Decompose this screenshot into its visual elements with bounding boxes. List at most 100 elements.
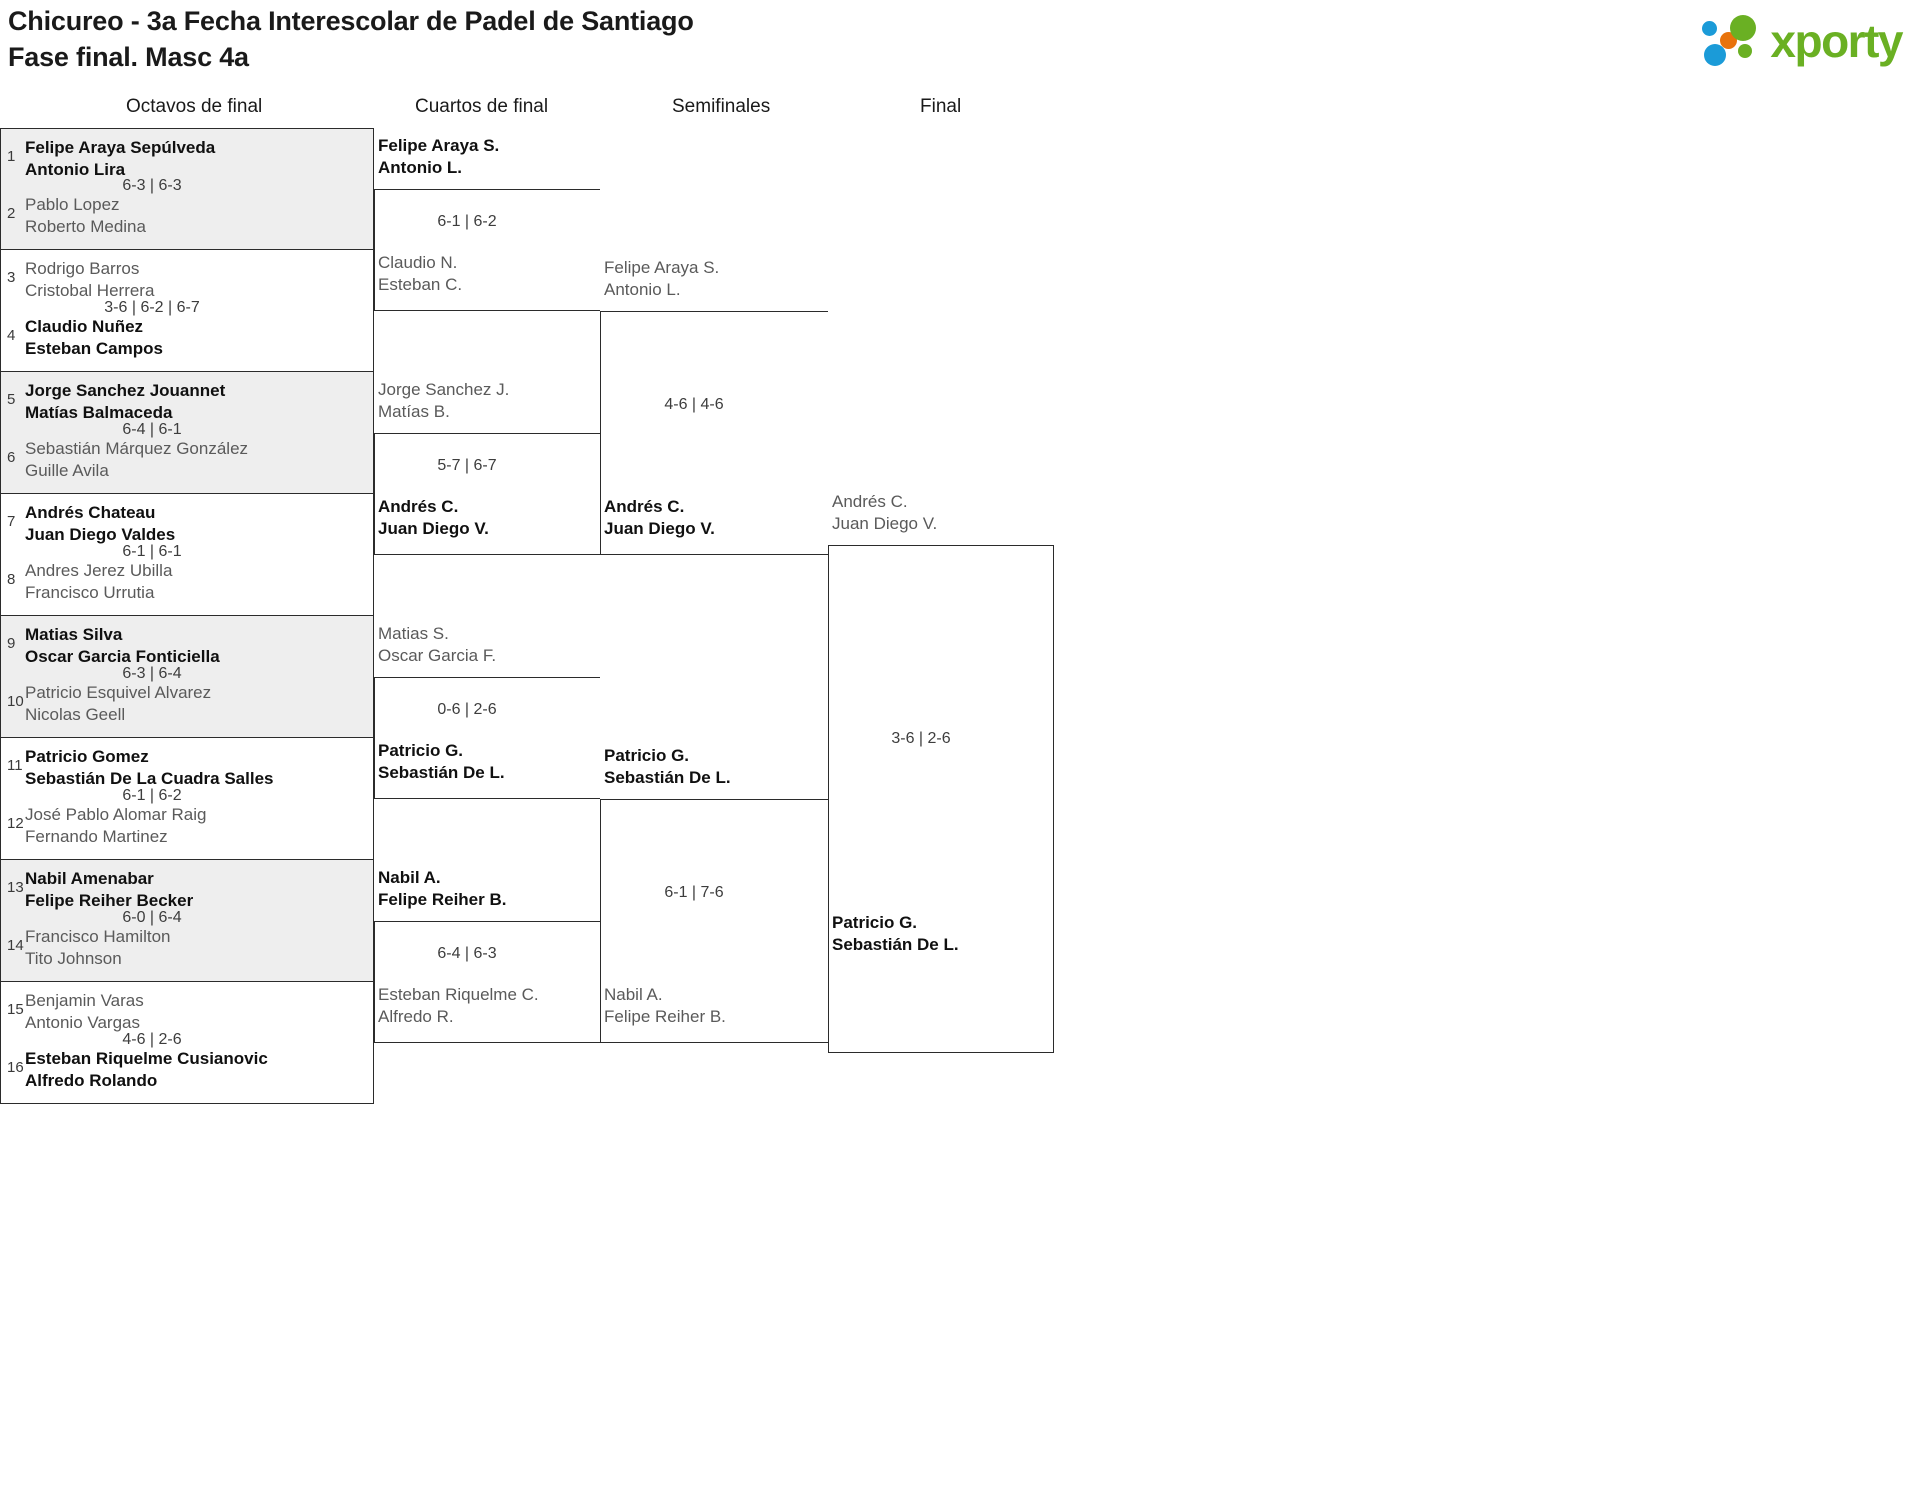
player-name: Tito Johnson	[25, 948, 122, 968]
player-name: Andrés Chateau	[25, 503, 156, 522]
player-name: Antonio L.	[604, 279, 681, 299]
match-score-r2-1: 6-1 | 6-2	[437, 213, 497, 230]
team-r4-2[interactable]: Patricio G.Sebastián De L.	[832, 912, 959, 956]
team-r2-5[interactable]: Matias S. Oscar Garcia F.	[378, 623, 496, 667]
player-name: Oscar Garcia F.	[378, 645, 497, 665]
player-name: Juan Diego V.	[832, 513, 938, 533]
round3-match-2[interactable]	[600, 799, 828, 1043]
player-name: Nabil A.	[604, 985, 663, 1004]
logo-wordmark: xporty	[1770, 15, 1903, 67]
xporty-logo[interactable]: xporty	[1702, 10, 1903, 72]
player-name: Andrés C.	[832, 492, 908, 511]
player-name: Matias S.	[378, 624, 449, 643]
player-name: Felipe Reiher Becker	[25, 890, 194, 910]
player-name: Oscar Garcia Fonticiella	[25, 646, 220, 666]
team-r3-4[interactable]: Nabil A.Felipe Reiher B.	[604, 984, 726, 1028]
player-name: Alfredo R.	[378, 1006, 454, 1026]
team-r2-3[interactable]: Jorge Sanchez J.Matías B.	[378, 379, 509, 423]
player-name: Juan Diego Valdes	[25, 524, 176, 544]
round2-match-2[interactable]	[374, 433, 600, 555]
player-name: Andrés C.	[378, 497, 459, 516]
player-name: Sebastián Márquez González	[25, 439, 249, 458]
seed-number: 1	[7, 148, 16, 165]
player-name: Jorge Sanchez Jouannet	[25, 381, 226, 400]
player-name: Patricio G.	[604, 746, 690, 765]
seed-number: 6	[7, 449, 16, 466]
round3-match-1[interactable]	[600, 311, 828, 555]
player-name: Rodrigo Barros	[25, 259, 140, 278]
seed-number: 10	[7, 693, 24, 710]
player-name: Claudio Nuñez	[25, 317, 144, 336]
player-name: Sebastián De L.	[832, 934, 959, 954]
team-r2-8[interactable]: Esteban Riquelme C.Alfredo R.	[378, 984, 539, 1028]
team-r3-2[interactable]: Andrés C.Juan Diego V.	[604, 496, 715, 540]
team-r3-3[interactable]: Patricio G.Sebastián De L.	[604, 745, 731, 789]
team-r4-1[interactable]: Andrés C. Juan Diego V.	[832, 491, 937, 535]
player-name: Fernando Martinez	[25, 826, 168, 846]
team-r3-1[interactable]: Felipe Araya S.Antonio L.	[604, 257, 719, 301]
match-score-r2-4: 6-4 | 6-3	[437, 945, 497, 962]
player-name: Patricio Esquivel Alvarez	[25, 683, 212, 702]
team-r2-1[interactable]: Felipe Araya S.Antonio L.	[378, 135, 499, 179]
round2-match-4[interactable]	[374, 921, 600, 1043]
round4-match-final[interactable]	[828, 545, 1054, 1053]
player-name: Nabil Amenabar	[25, 869, 154, 888]
team-r2-7[interactable]: Nabil A.Felipe Reiher B.	[378, 867, 506, 911]
seed-number: 3	[7, 269, 16, 286]
round2-match-3[interactable]	[374, 677, 600, 799]
match-score-r1-5: 6-3 | 6-4	[122, 665, 182, 682]
player-name: Jorge Sanchez J.	[378, 380, 510, 399]
team-r2-6[interactable]: Patricio G.Sebastián De L.	[378, 740, 505, 784]
player-name: Felipe Araya S.	[378, 136, 500, 155]
team-r2-4[interactable]: Andrés C.Juan Diego V.	[378, 496, 489, 540]
round2-match-1[interactable]	[374, 189, 600, 311]
round-header-semifinales: Semifinales	[672, 96, 771, 117]
seed-number: 16	[7, 1059, 24, 1076]
match-score-r2-2: 5-7 | 6-7	[437, 457, 497, 474]
match-score-r1-1: 6-3 | 6-3	[122, 177, 182, 194]
player-name: Patricio Gomez	[25, 747, 149, 766]
player-name: Esteban C.	[378, 274, 463, 294]
round-header-final: Final	[920, 96, 962, 117]
logo-dot-2	[1704, 44, 1727, 66]
tournament-title-line1: Chicureo - 3a Fecha Interescolar de Pade…	[8, 6, 694, 36]
team-r2-2[interactable]: Claudio N.Esteban C.	[378, 252, 462, 296]
player-name: Pablo Lopez	[25, 195, 120, 214]
seed-number: 5	[7, 391, 16, 408]
page-title: Chicureo - 3a Fecha Interescolar de Pade…	[8, 4, 1208, 76]
seed-number: 11	[7, 757, 23, 774]
